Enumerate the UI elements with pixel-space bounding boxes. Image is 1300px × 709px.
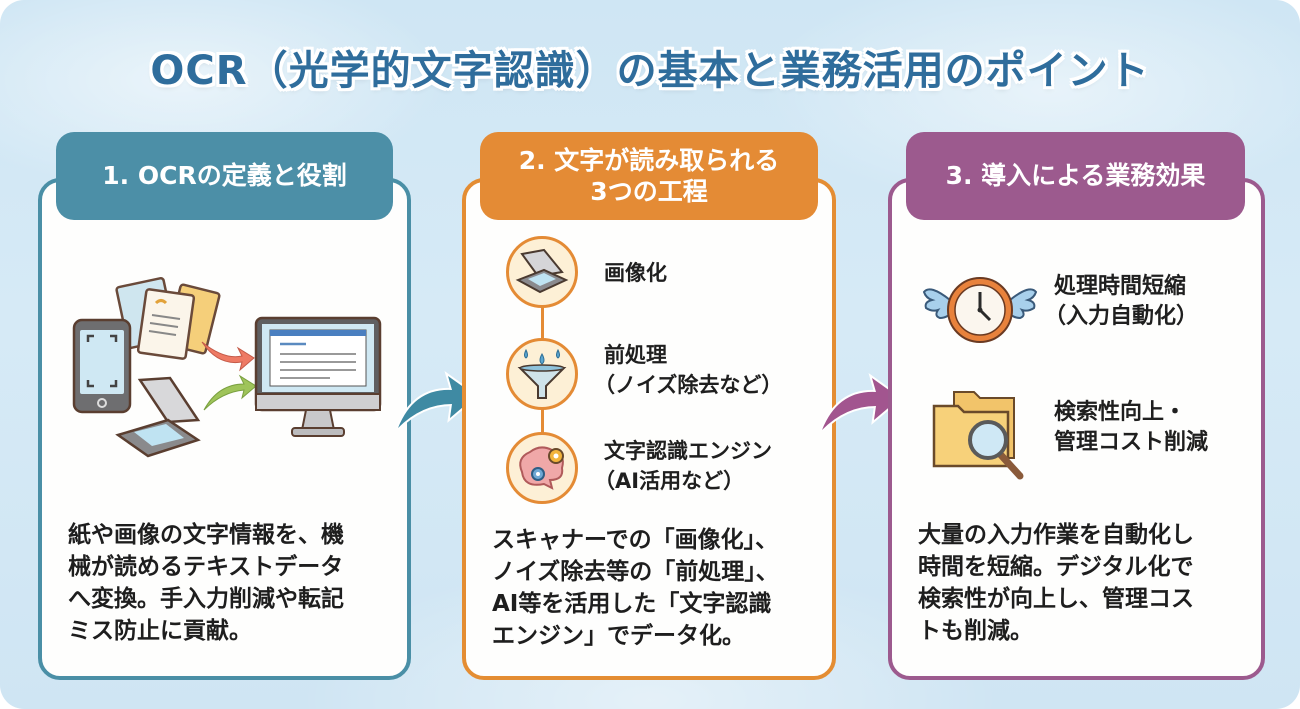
text-line: 検索性が向上し、管理コス <box>918 586 1194 612</box>
header-line: 2. 文字が読み取られる <box>518 145 780 175</box>
section-header-1: 1. OCRの定義と役割 <box>56 132 393 220</box>
step-2-label: 前処理 （ノイズ除去など） <box>594 340 782 400</box>
flatbed-scanner-icon <box>115 376 201 458</box>
scanner-icon <box>515 248 569 294</box>
text-line: 検索性向上・ <box>1054 400 1187 425</box>
text-line: 前処理 <box>604 343 667 367</box>
step-connector <box>541 300 544 340</box>
text-line: 管理コスト削減 <box>1054 430 1209 455</box>
smartphone-scan-icon <box>72 318 132 414</box>
header-line: 3つの工程 <box>590 177 708 206</box>
text-line: 文字認識エンジン <box>604 439 772 463</box>
text-line: 械が読めるテキストデータ <box>68 554 344 580</box>
ocr-illustration <box>72 276 382 458</box>
text-line: スキャナーでの「画像化」、 <box>492 527 779 553</box>
text-line: ノイズ除去等の「前処理」、 <box>492 559 779 585</box>
text-line: 大量の入力作業を自動化し <box>918 522 1194 548</box>
section-2-description: スキャナーでの「画像化」、 ノイズ除去等の「前処理」、 AI等を活用した「文字認… <box>492 524 812 652</box>
effect-2-label: 検索性向上・ 管理コスト削減 <box>1054 398 1208 458</box>
text-line: AI等を活用した「文字認識 <box>492 591 772 617</box>
panel-ocr-definition <box>38 178 411 680</box>
section-3-description: 大量の入力作業を自動化し 時間を短縮。デジタル化で 検索性が向上し、管理コス ト… <box>918 519 1248 647</box>
text-line: へ変換。手入力削減や転記 <box>68 586 344 612</box>
text-line: （AI活用など） <box>594 469 745 493</box>
flow-arrow-2-icon <box>820 373 904 432</box>
main-title: OCR（光学的文字認識）の基本と業務活用のポイント <box>150 48 1150 94</box>
folder-search-icon <box>932 391 1024 480</box>
text-line: （入力自動化） <box>1044 304 1199 329</box>
text-line: 処理時間短縮 <box>1054 274 1187 299</box>
documents-icon <box>115 276 221 360</box>
effect-1-label: 処理時間短縮 （入力自動化） <box>1044 272 1198 332</box>
arrow-red-icon <box>201 341 255 372</box>
step-3-label: 文字認識エンジン （AI活用など） <box>594 436 772 496</box>
step-connector <box>541 408 544 434</box>
arrow-green-icon <box>203 374 257 411</box>
text-line: エンジン」でデータ化。 <box>492 623 745 649</box>
funnel-icon <box>517 348 567 399</box>
text-line: ミス防止に貢献。 <box>68 618 252 644</box>
desktop-monitor-icon <box>254 316 382 437</box>
text-line: トも削減。 <box>918 618 1033 644</box>
brain-gears-icon <box>519 446 564 490</box>
text-line: 時間を短縮。デジタル化で <box>918 554 1194 580</box>
section-1-description: 紙や画像の文字情報を、機 械が読めるテキストデータ へ変換。手入力削減や転記 ミ… <box>68 519 388 647</box>
text-line: 紙や画像の文字情報を、機 <box>68 522 344 548</box>
section-header-2: 2. 文字が読み取られる 3つの工程 <box>480 132 818 220</box>
text-line: （ノイズ除去など） <box>594 373 783 397</box>
winged-clock-icon <box>922 277 1038 343</box>
text-line: 画像化 <box>604 261 667 285</box>
section-header-3: 3. 導入による業務効果 <box>906 132 1245 220</box>
step-1-label: 画像化 <box>604 258 667 288</box>
